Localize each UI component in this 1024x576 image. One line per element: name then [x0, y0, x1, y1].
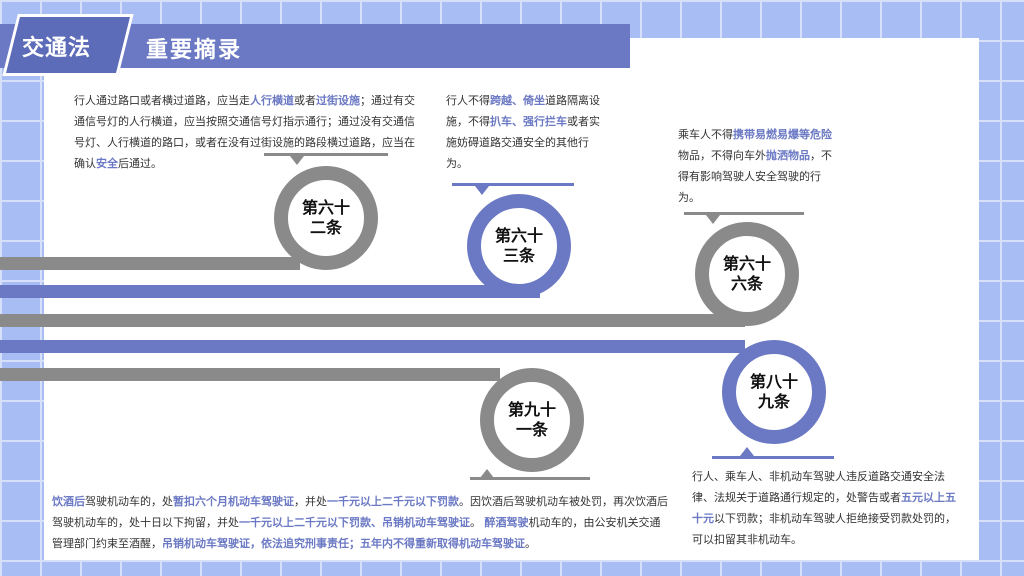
a91-ring: 第九十 一条	[480, 368, 584, 472]
highlight-text: 醉酒驾驶	[484, 516, 529, 529]
body-text: 行人不得	[446, 94, 490, 107]
body-text: 。因饮酒后驾驶机动车被处罚，再次饮酒后驾驶机动车的，处十日以下拘留，并处	[52, 495, 668, 529]
a91-text: 饮酒后驾驶机动车的，处暂扣六个月机动车驾驶证，并处一千元以上二千元以下罚款。因饮…	[52, 491, 668, 554]
body-text: ；通过有交通信号灯的人行横道，应当按照交通信号灯指示通行；通过没有交通信号灯、人…	[74, 94, 415, 170]
highlight-text: 安全	[96, 157, 118, 170]
body-text: 以下罚款；非机动车驾驶人拒绝接受罚款处罚的，可以扣留其非机动车。	[692, 512, 956, 546]
title-tag: 交通法	[22, 36, 92, 61]
road-line-4	[0, 340, 745, 353]
highlight-text: 五元以上五十元	[692, 491, 956, 525]
body-text: 驾驶机动车的，处	[85, 495, 173, 508]
highlight-text: 一千元以上二千元以下罚款、吊销机动车驾驶证	[239, 516, 470, 529]
body-text: ，并处	[294, 495, 327, 508]
a89-label: 第八十 九条	[749, 372, 798, 411]
page-title: 重要摘录	[146, 38, 243, 63]
highlight-text: 一千元以上二千元以下罚款	[327, 495, 459, 508]
highlight-text: 吊销机动车驾驶证，依法追究刑事责任；五年内不得重新取得机动车驾驶证	[162, 537, 525, 550]
a66-pointer	[706, 215, 720, 224]
body-text: 行人、乘车人、非机动车驾驶人违反道路交通安全法律、法规关于道路通行规定的，处警告…	[692, 470, 945, 504]
a62-pointer	[290, 156, 304, 165]
body-text: 乘车人不得	[678, 128, 733, 141]
body-text: 机动车的，由公安机关交通管理部门约束至酒醒，	[52, 516, 661, 550]
body-text: 。	[525, 537, 536, 550]
highlight-text: 过街设施	[316, 94, 360, 107]
highlight-text: 扒车、强行拦车	[490, 115, 567, 128]
content-panel	[44, 38, 979, 560]
a62-ring: 第六十 二条	[274, 166, 378, 270]
a63-ring: 第六十 三条	[467, 194, 571, 298]
a63-marker-bar	[452, 183, 574, 186]
body-text: ，不得有影响驾驶人安全驾驶的行为。	[678, 149, 832, 204]
a63-pointer	[475, 186, 489, 195]
highlight-text: 人行横道	[250, 94, 294, 107]
body-text: 道路隔离设施，不得	[446, 94, 600, 128]
body-text: 物品，不得向车外	[678, 149, 766, 162]
a89-marker-bar	[712, 456, 834, 459]
body-text: 或者实施妨碍道路交通安全的其他行为。	[446, 115, 600, 170]
a63-label: 第六十 三条	[494, 226, 543, 265]
body-text: 。	[470, 516, 485, 529]
body-text: 后通过。	[118, 157, 162, 170]
a66-ring: 第六十 六条	[695, 222, 799, 326]
a91-label: 第九十 一条	[507, 400, 556, 439]
a66-label: 第六十 六条	[722, 254, 771, 293]
body-text: 或者	[294, 94, 316, 107]
body-text: 行人通过路口或者横过道路，应当走	[74, 94, 250, 107]
a89-text: 行人、乘车人、非机动车驾驶人违反道路交通安全法律、法规关于道路通行规定的，处警告…	[692, 466, 964, 550]
a62-marker-bar	[264, 153, 388, 156]
a62-label: 第六十 二条	[301, 198, 350, 237]
a66-text: 乘车人不得携带易燃易爆等危险物品，不得向车外抛洒物品，不得有影响驾驶人安全驾驶的…	[678, 124, 838, 208]
highlight-text: 跨越、倚坐	[490, 94, 545, 107]
road-line-3	[0, 314, 745, 327]
highlight-text: 抛洒物品	[766, 149, 810, 162]
road-line-5	[0, 368, 500, 381]
a89-pointer	[740, 447, 754, 456]
a89-ring: 第八十 九条	[722, 340, 826, 444]
a66-marker-bar	[684, 212, 804, 215]
a63-text: 行人不得跨越、倚坐道路隔离设施，不得扒车、强行拦车或者实施妨碍道路交通安全的其他…	[446, 90, 604, 174]
highlight-text: 暂扣六个月机动车驾驶证	[173, 495, 294, 508]
a91-marker-bar	[470, 477, 590, 480]
highlight-text: 携带易燃易爆等危险	[733, 128, 832, 141]
highlight-text: 饮酒后	[52, 495, 85, 508]
road-line-1	[0, 257, 300, 270]
a62-text: 行人通过路口或者横过道路，应当走人行横道或者过街设施；通过有交通信号灯的人行横道…	[74, 90, 416, 174]
road-line-2	[0, 285, 540, 298]
a91-pointer	[480, 469, 494, 478]
